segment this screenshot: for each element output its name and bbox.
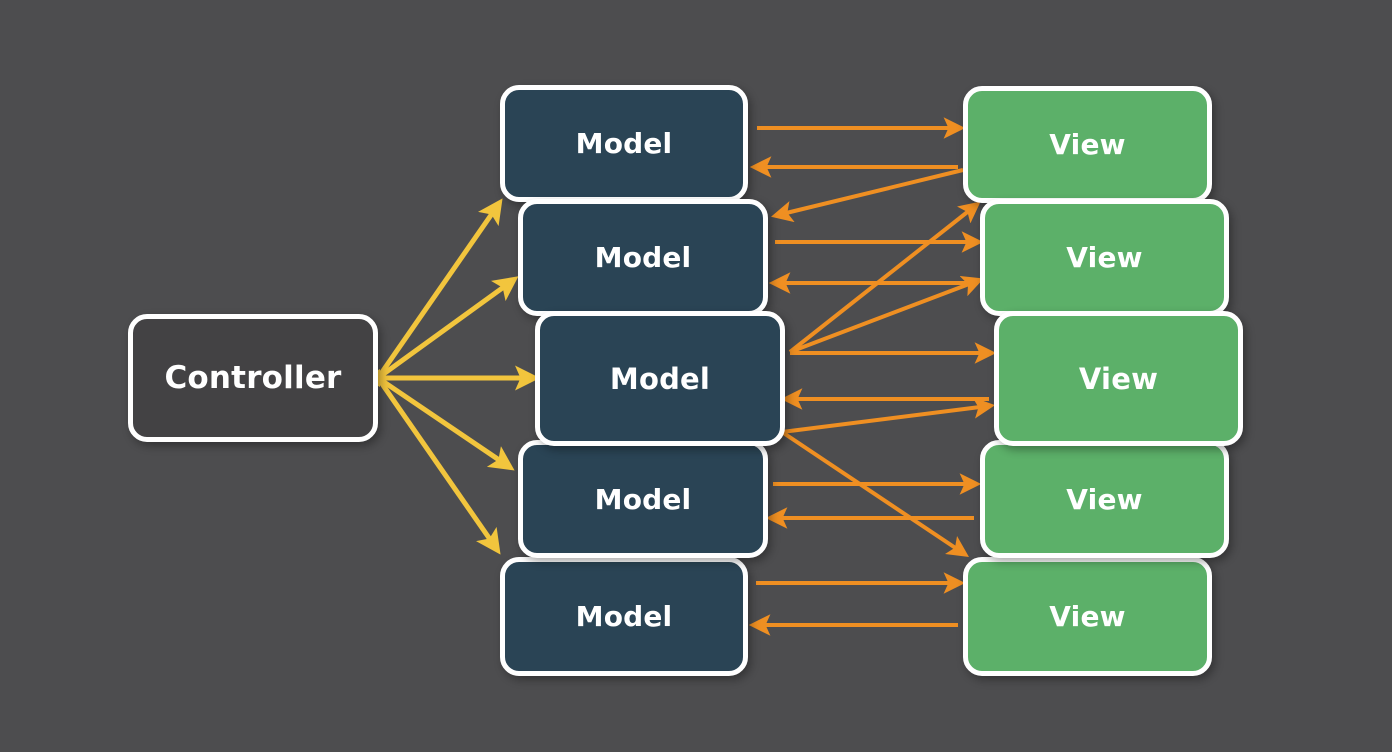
model-view-edges (748, 117, 997, 636)
node-model-3[interactable]: Model (535, 311, 785, 446)
node-view-1[interactable]: View (963, 86, 1212, 203)
node-view-1-label: View (1049, 128, 1126, 161)
node-view-5-label: View (1049, 600, 1126, 633)
node-view-4[interactable]: View (980, 440, 1229, 558)
node-view-5[interactable]: View (963, 557, 1212, 676)
node-model-1-label: Model (575, 127, 673, 160)
node-model-4[interactable]: Model (518, 440, 768, 558)
edge-controller-to-model-5 (375, 376, 501, 555)
node-model-2[interactable]: Model (518, 199, 768, 316)
node-view-3[interactable]: View (994, 311, 1243, 446)
edge-model-3-to-view-3 (781, 397, 996, 434)
node-model-5-label: Model (575, 600, 673, 633)
node-model-4-label: Model (594, 482, 692, 516)
node-model-3-label: Model (609, 361, 711, 396)
edge-controller-to-model-1 (375, 198, 503, 380)
node-view-2-label: View (1066, 241, 1143, 274)
node-model-2-label: Model (594, 241, 692, 274)
node-view-4-label: View (1066, 482, 1143, 516)
edge-controller-to-model-4 (376, 375, 515, 471)
edge-model-3-to-view-2 (789, 276, 984, 354)
node-view-2[interactable]: View (980, 199, 1229, 316)
edge-model-3-to-view-5 (780, 430, 969, 558)
node-model-1[interactable]: Model (500, 85, 748, 202)
edge-model-3-to-view-2 (788, 201, 981, 354)
edge-view-1-to-model-2 (771, 168, 964, 223)
edge-controller-to-model-2 (376, 276, 519, 381)
controller-to-model-edges (364, 198, 540, 555)
node-controller-label: Controller (164, 360, 342, 396)
node-view-3-label: View (1078, 361, 1159, 396)
node-model-5[interactable]: Model (500, 557, 748, 676)
node-controller[interactable]: Controller (128, 314, 378, 442)
